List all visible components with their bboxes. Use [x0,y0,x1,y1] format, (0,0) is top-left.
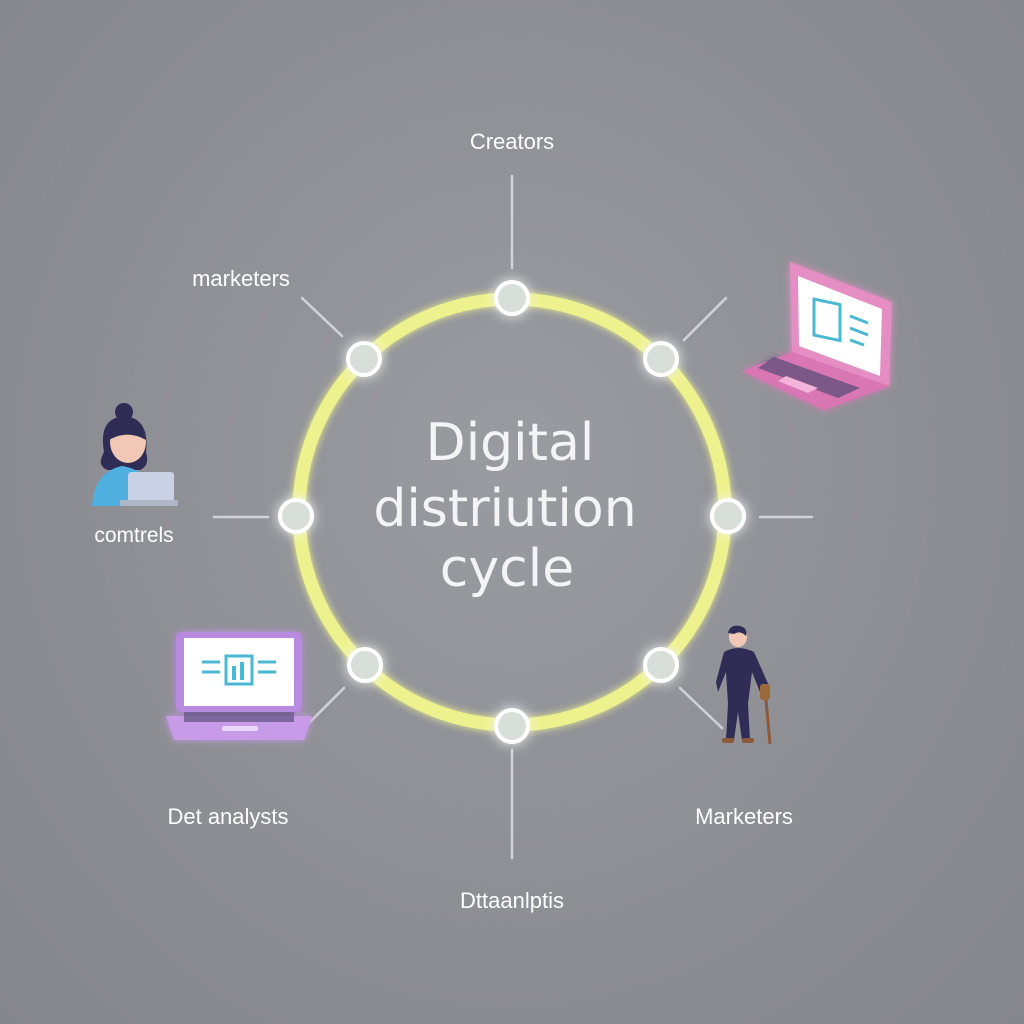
title-line-2: distriution [373,479,636,539]
connector-lower-right [678,686,724,730]
node-top [494,280,530,316]
ring-nodes [278,280,746,744]
center-title: Digital distriution cycle [373,413,636,599]
title-line-3: cycle [440,539,574,599]
label-upper-left: marketers [192,266,290,291]
label-lower-left: Det analysts [167,804,288,829]
laptop-icon [166,632,312,740]
connector-upper-left [300,296,344,338]
label-top: Creators [470,129,554,154]
connector-lines [212,174,814,860]
laptop-icon [742,262,892,410]
label-left: comtrels [94,524,173,547]
connector-upper-right [682,296,728,342]
node-left [278,498,314,534]
label-bottom: Dttaanlptis [460,888,564,913]
node-right [710,498,746,534]
node-lower-left [347,647,383,683]
standing-person-icon [716,625,772,745]
title-line-1: Digital [426,413,595,473]
node-upper-right [643,341,679,377]
node-bottom [494,708,530,744]
node-upper-left [346,341,382,377]
label-lower-right: Marketers [695,804,793,829]
person-with-laptop-icon [92,403,178,506]
connector-lower-left [302,686,346,730]
node-lower-right [643,647,679,683]
